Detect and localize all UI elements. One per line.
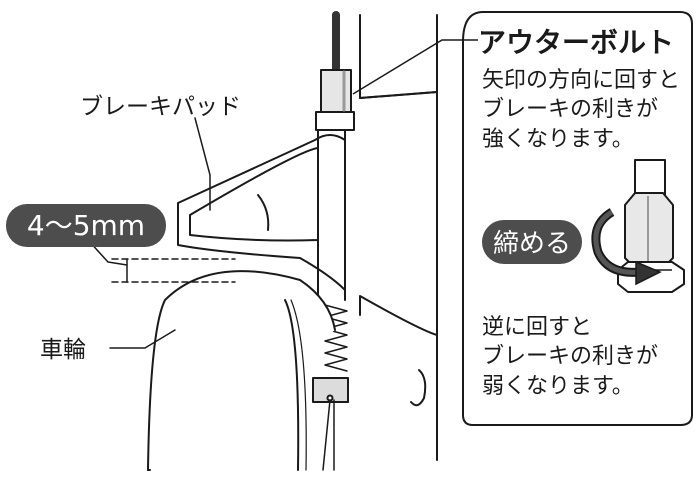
callout-frame [462, 11, 693, 426]
brake-pad-label: ブレーキパッド [80, 94, 241, 120]
tighten-badge: 締める [482, 220, 582, 264]
clearance-badge: 4〜5mm [6, 204, 166, 247]
tighten-badge-text: 締める [493, 229, 571, 259]
loosen-text-line-2: ブレーキの利きが [482, 344, 658, 369]
wheel-rim-inner [284, 299, 300, 471]
fork-knob [410, 369, 427, 407]
clearance-badge-text: 4〜5mm [27, 209, 145, 242]
loosen-text-line-1: 逆に回すと [482, 315, 592, 340]
clockwise-arrow-icon [591, 208, 662, 286]
fork-tube [359, 14, 438, 336]
callout-title: アウターボルト [478, 26, 674, 59]
fork-inner-edge [359, 91, 438, 99]
tighten-text-line-1: 矢印の方向に回すと [482, 68, 680, 93]
cable-adjuster-bolt [320, 69, 352, 113]
brake-pad-leader [194, 117, 211, 211]
callout-pointer-line [352, 39, 478, 95]
brake-illustration [87, 11, 438, 471]
cable-adjuster-nut [315, 111, 355, 131]
tighten-text-line-3: 強くなります。 [482, 127, 634, 152]
lower-cable [322, 399, 331, 471]
wheel-tire [147, 270, 336, 471]
tighten-text-line-2: ブレーキの利きが [482, 97, 658, 122]
clearance-leader [87, 239, 128, 266]
loosen-text-line-3: 弱くなります。 [482, 374, 634, 399]
brake-arm-curve [257, 194, 270, 231]
wheel-label: 車輪 [40, 337, 86, 363]
wheel-leader [109, 329, 176, 349]
callout-panel: アウターボルト 矢印の方向に回すと ブレーキの利きが 強くなります。 締める 逆… [352, 11, 693, 426]
wheel-rim-inner-2 [290, 299, 307, 471]
